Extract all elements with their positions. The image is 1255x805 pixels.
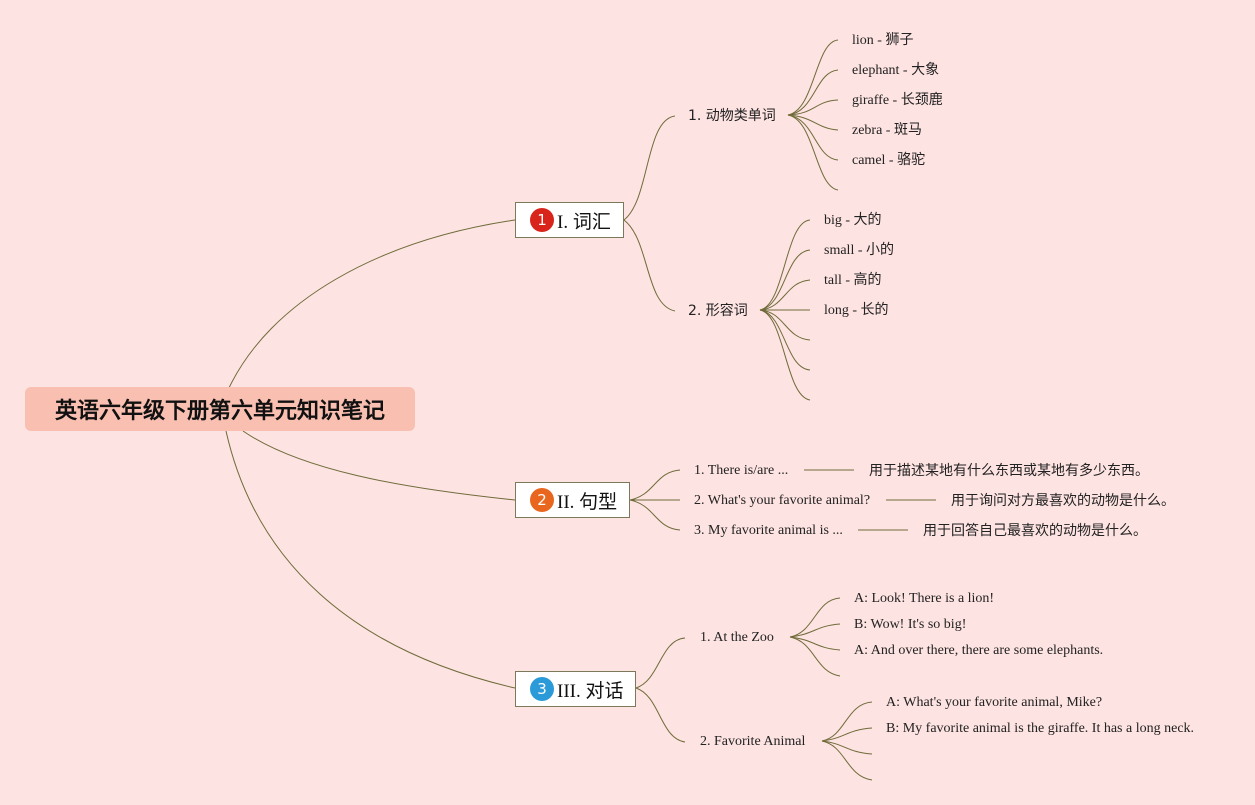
topic-vocabulary[interactable]: 1 I. 词汇 — [515, 202, 624, 238]
dialogue-line[interactable]: A: And over there, there are some elepha… — [854, 643, 1104, 658]
topic-label: III. 对话 — [557, 680, 624, 702]
dialogue-line[interactable]: B: My favorite animal is the giraffe. It… — [886, 721, 1195, 736]
dialogue-line[interactable]: A: What's your favorite animal, Mike? — [886, 695, 1103, 710]
vocab-item[interactable]: giraffe - 长颈鹿 — [852, 93, 943, 108]
vocab-item[interactable]: elephant - 大象 — [852, 63, 940, 78]
topic-label: I. 词汇 — [557, 211, 611, 233]
topic-dialogues[interactable]: 3 III. 对话 — [515, 671, 636, 707]
subtopic-adjectives[interactable]: 2. 形容词 — [688, 303, 748, 319]
subtopic-favorite-animal[interactable]: 2. Favorite Animal — [700, 734, 806, 749]
topic-label: II. 句型 — [557, 491, 618, 513]
adjective-item[interactable]: long - 长的 — [824, 303, 889, 318]
sentence-pattern[interactable]: 2. What's your favorite animal? — [694, 493, 871, 508]
subtopic-at-the-zoo[interactable]: 1. At the Zoo — [700, 630, 774, 645]
number-badge-3: 3 — [530, 677, 554, 701]
sentence-note[interactable]: 用于询问对方最喜欢的动物是什么。 — [951, 493, 1175, 509]
topic-sentence-patterns[interactable]: 2 II. 句型 — [515, 482, 630, 518]
number-badge-2: 2 — [530, 488, 554, 512]
adjective-item[interactable]: big - 大的 — [824, 213, 882, 228]
root-topic[interactable]: 英语六年级下册第六单元知识笔记 — [25, 387, 415, 431]
sentence-pattern[interactable]: 3. My favorite animal is ... — [694, 523, 843, 538]
sentence-note[interactable]: 用于回答自己最喜欢的动物是什么。 — [923, 523, 1147, 539]
adjective-item[interactable]: small - 小的 — [824, 243, 894, 258]
subtopic-animal-words[interactable]: 1. 动物类单词 — [688, 108, 776, 124]
number-badge-1: 1 — [530, 208, 554, 232]
dialogue-line[interactable]: A: Look! There is a lion! — [854, 591, 995, 606]
adjective-item[interactable]: tall - 高的 — [824, 273, 882, 288]
sentence-pattern[interactable]: 1. There is/are ... — [694, 463, 789, 478]
dialogue-line[interactable]: B: Wow! It's so big! — [854, 617, 967, 632]
vocab-item[interactable]: zebra - 斑马 — [852, 123, 922, 138]
vocab-item[interactable]: camel - 骆驼 — [852, 153, 926, 168]
root-title: 英语六年级下册第六单元知识笔记 — [54, 399, 385, 424]
vocab-item[interactable]: lion - 狮子 — [852, 33, 914, 48]
sentence-note[interactable]: 用于描述某地有什么东西或某地有多少东西。 — [869, 463, 1149, 479]
